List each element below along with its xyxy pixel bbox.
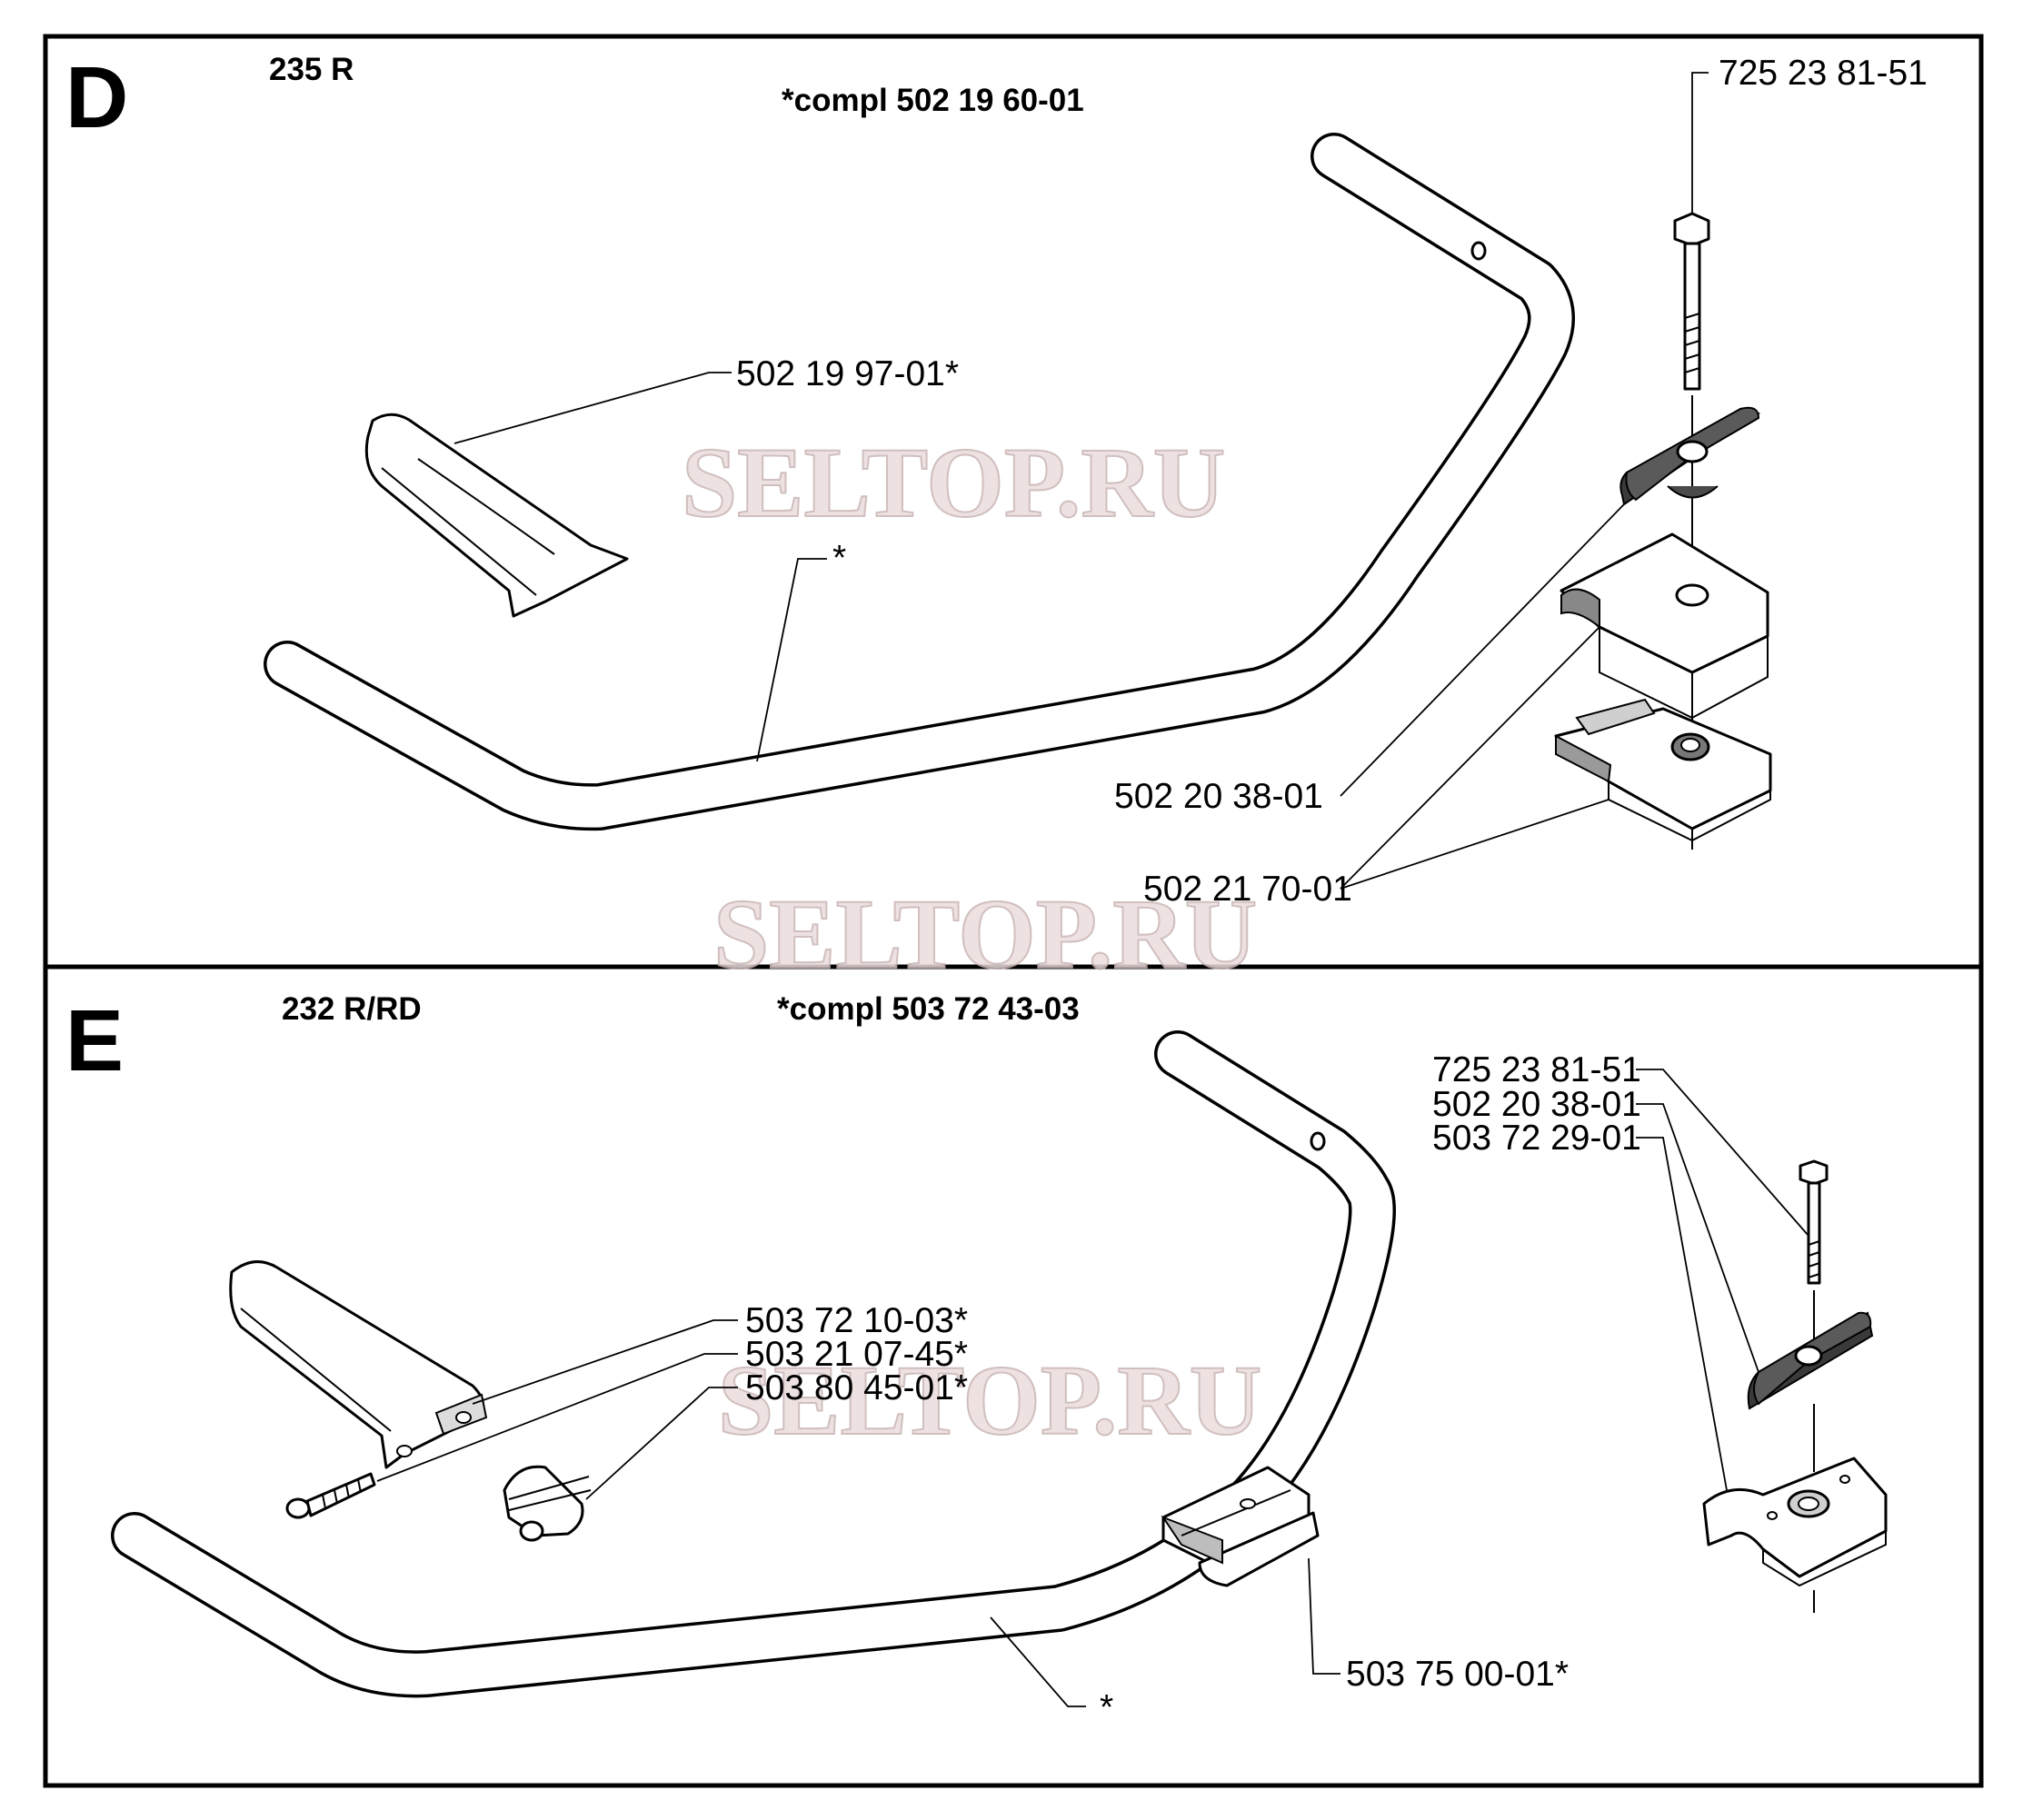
leader-grip-d bbox=[453, 372, 732, 444]
leader-screw-e bbox=[376, 1353, 738, 1482]
label-bolt-e: 725 23 81-51 bbox=[1432, 1050, 1641, 1089]
leader-clamp-e bbox=[1636, 1137, 1728, 1491]
frame-outer bbox=[43, 34, 1984, 1788]
watermark-2: SELTOP.RU bbox=[713, 879, 1257, 990]
clamp-e bbox=[1702, 1457, 1888, 1613]
section-d: D 235 R *compl 502 19 60-01 bbox=[65, 49, 1928, 909]
clamp-upper-d bbox=[1560, 532, 1769, 720]
front-grip-d bbox=[364, 413, 629, 618]
section-letter-d: D bbox=[65, 49, 128, 146]
label-bar-d: * bbox=[832, 539, 846, 578]
leader-knob-e bbox=[1636, 1103, 1759, 1373]
label-grip-d: 502 19 97-01* bbox=[736, 354, 959, 393]
leader-bar-e bbox=[990, 1616, 1086, 1707]
label-knob-d: 502 20 38-01 bbox=[1114, 777, 1323, 816]
clamp-lower-d bbox=[1554, 698, 1772, 842]
label-bar-e: * bbox=[1100, 1688, 1113, 1727]
model-label-e: 232 R/RD bbox=[282, 991, 422, 1027]
compl-label-e: *compl 503 72 43-03 bbox=[777, 991, 1080, 1027]
leader-grip-e bbox=[472, 1319, 738, 1405]
label-clamp-e: 503 72 29-01 bbox=[1432, 1119, 1641, 1158]
leader-bar-d bbox=[756, 558, 827, 762]
leader-clamp-d-2 bbox=[1340, 799, 1609, 890]
bolt-e bbox=[1799, 1159, 1829, 1340]
handle-bar-d bbox=[264, 133, 1575, 831]
leader-knob-d bbox=[1340, 503, 1625, 797]
bracket-e bbox=[1161, 1466, 1320, 1587]
label-knob-e: 502 20 38-01 bbox=[1432, 1085, 1641, 1124]
compl-label-d: *compl 502 19 60-01 bbox=[782, 83, 1084, 118]
label-sleeve-e: 503 80 45-01* bbox=[745, 1368, 968, 1407]
wing-knob-e bbox=[1747, 1311, 1874, 1472]
leader-bracket-e bbox=[1308, 1557, 1340, 1675]
label-bracket-e: 503 75 00-01* bbox=[1346, 1655, 1569, 1694]
wing-knob-d bbox=[1619, 406, 1760, 506]
leader-clamp-d-1 bbox=[1340, 626, 1600, 890]
sleeve-e bbox=[503, 1465, 592, 1542]
leader-bolt-d bbox=[1691, 72, 1709, 214]
screw-e bbox=[285, 1472, 376, 1519]
label-screw-e: 503 21 07-45* bbox=[745, 1335, 968, 1374]
watermark-1: SELTOP.RU bbox=[682, 427, 1225, 538]
label-grip-e: 503 72 10-03* bbox=[745, 1301, 968, 1340]
label-bolt-d: 725 23 81-51 bbox=[1719, 54, 1928, 93]
leader-bolt-e bbox=[1636, 1069, 1809, 1237]
watermark-3: SELTOP.RU bbox=[718, 1345, 1261, 1456]
front-grip-e bbox=[229, 1260, 488, 1469]
model-label-d: 235 R bbox=[269, 52, 354, 87]
leader-sleeve-e bbox=[585, 1387, 738, 1500]
section-letter-e: E bbox=[65, 992, 124, 1089]
section-e: E 232 R/RD *compl 503 72 43-03 bbox=[65, 991, 1888, 1727]
label-clamp-d: 502 21 70-01 bbox=[1143, 870, 1352, 909]
